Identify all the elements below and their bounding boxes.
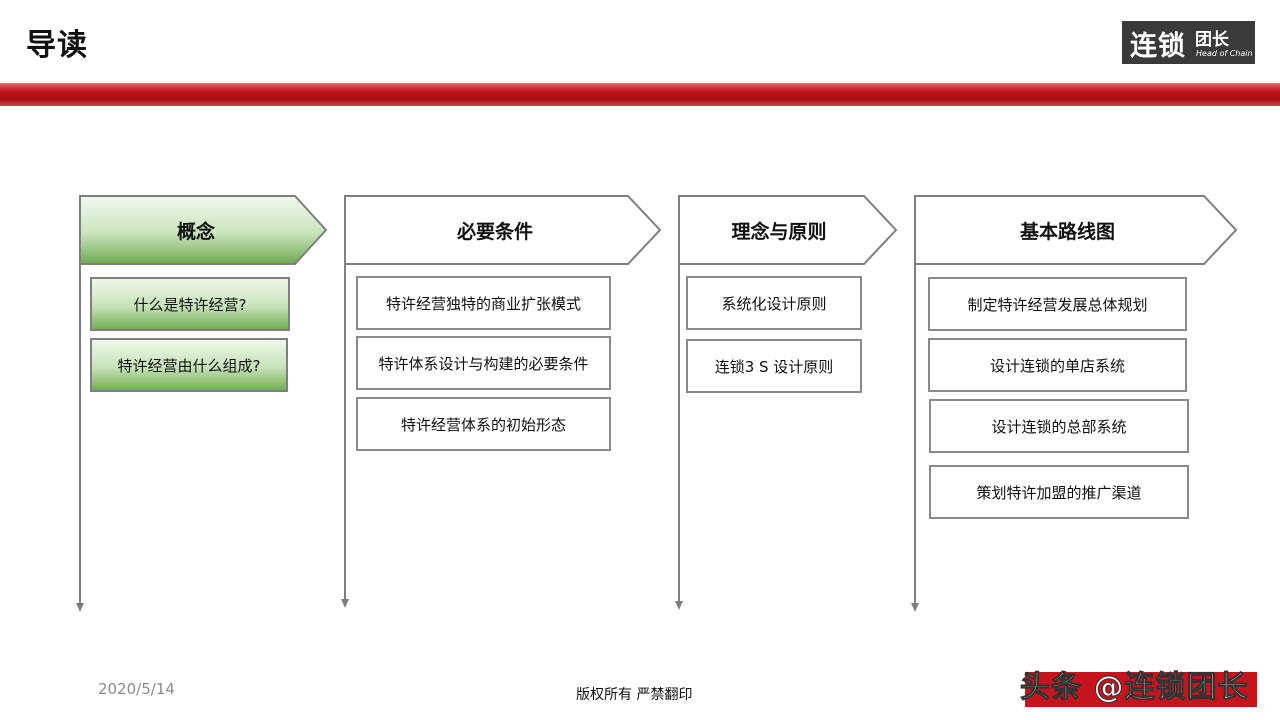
column-header-shape-principles	[678, 195, 898, 265]
column-header-roadmap: 基本路线图	[1019, 220, 1115, 243]
page-title: 导读	[26, 28, 88, 63]
conditions-item-design-conditions[interactable]: 特许体系设计与构建的必要条件	[356, 336, 611, 390]
column-header-shape-conditions	[344, 195, 662, 265]
footer-date: 2020/5/14	[98, 680, 175, 698]
column-axis-arrow-roadmap	[911, 603, 919, 612]
logo-tagline: Head of Chain	[1196, 49, 1253, 58]
roadmap-item-overall-plan[interactable]: 制定特许经营发展总体规划	[928, 277, 1187, 331]
logo-side-text: 团长	[1195, 30, 1229, 50]
column-axis-arrow-concept	[76, 603, 84, 612]
logo-main-text: 连锁	[1130, 31, 1186, 62]
column-header-shape-concept	[79, 195, 328, 265]
brand-logo: 连锁 团长 Head of Chain	[1122, 21, 1255, 64]
principles-item-3s-design[interactable]: 连锁3 S 设计原则	[686, 339, 862, 393]
column-header-principles: 理念与原则	[731, 220, 827, 243]
column-axis-arrow-conditions	[341, 599, 349, 608]
column-axis-arrow-principles	[675, 601, 683, 610]
watermark-band	[1025, 672, 1257, 707]
roadmap-item-promotion-channels[interactable]: 策划特许加盟的推广渠道	[929, 465, 1189, 519]
concept-item-franchise-components[interactable]: 特许经营由什么组成?	[90, 338, 288, 392]
header-red-bar	[0, 83, 1280, 106]
roadmap-item-headquarters-system[interactable]: 设计连锁的总部系统	[929, 399, 1189, 453]
conditions-item-expansion-model[interactable]: 特许经营独特的商业扩张模式	[356, 276, 611, 330]
column-header-conditions: 必要条件	[456, 220, 533, 243]
column-header-concept: 概念	[176, 220, 215, 243]
conditions-item-initial-form[interactable]: 特许经营体系的初始形态	[356, 397, 611, 451]
concept-item-what-is-franchise[interactable]: 什么是特许经营?	[90, 277, 290, 331]
roadmap-item-unit-store-system[interactable]: 设计连锁的单店系统	[928, 338, 1187, 392]
column-header-shape-roadmap	[914, 195, 1238, 265]
watermark-text: 头条 @连锁团长	[1019, 670, 1249, 706]
principles-item-systematic-design[interactable]: 系统化设计原则	[686, 276, 862, 330]
footer-copyright: 版权所有 严禁翻印	[576, 687, 693, 703]
